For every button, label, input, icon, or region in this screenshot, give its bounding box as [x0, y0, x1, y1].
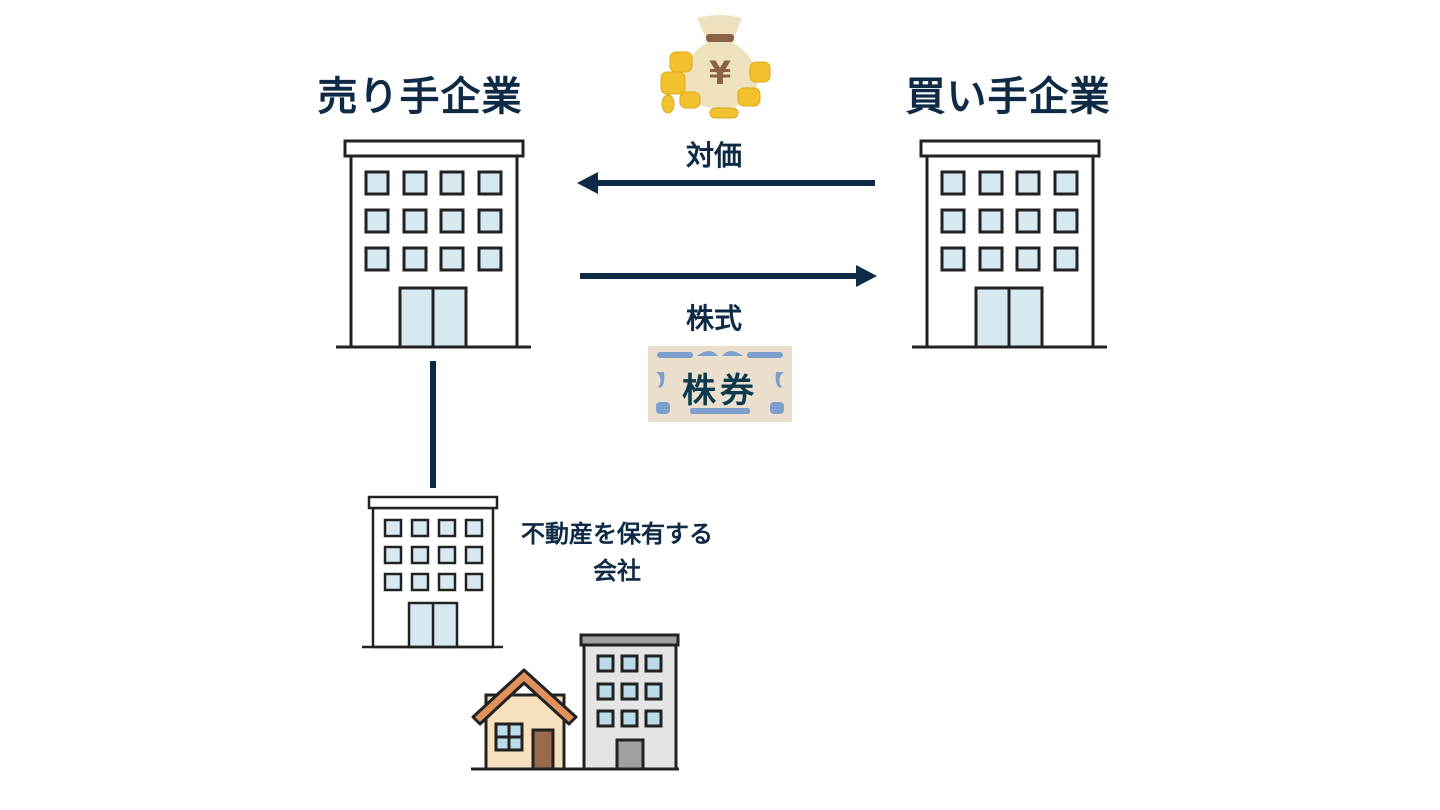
subsidiary-label-line2: 会社: [593, 557, 641, 585]
building-roof: [367, 495, 499, 510]
stock-certificate-icon: [648, 346, 792, 422]
seller-office-building-icon: [336, 139, 531, 349]
building-window: [1053, 246, 1079, 272]
building-window: [410, 572, 430, 592]
buyer-office-building-icon: [912, 139, 1107, 349]
building-window: [477, 208, 503, 234]
building-roof: [343, 139, 525, 158]
subsidiary-office-building-icon: [362, 495, 503, 649]
money-bag-yen-icon: ¥: [660, 15, 771, 119]
building-window: [940, 208, 966, 234]
building-window: [402, 208, 428, 234]
building-window: [464, 518, 484, 538]
seller-company-title: 売り手企業: [317, 74, 523, 120]
building-window: [410, 518, 430, 538]
building-window: [940, 170, 966, 196]
shares-arrow: [580, 265, 877, 287]
building-roof: [919, 139, 1101, 158]
building-window: [464, 572, 484, 592]
building-window: [402, 246, 428, 272]
building-window: [978, 246, 1004, 272]
building-window: [1015, 170, 1041, 196]
apartment-window: [620, 682, 639, 701]
building-window: [1053, 208, 1079, 234]
shares-label: 株式: [685, 302, 743, 335]
building-window: [383, 518, 403, 538]
consideration-label: 対価: [685, 139, 743, 172]
apartment-window: [620, 654, 639, 673]
building-window: [437, 545, 457, 565]
apartment-window: [644, 654, 663, 673]
building-window: [402, 170, 428, 196]
building-window: [439, 170, 465, 196]
apartment-window: [596, 654, 615, 673]
building-window: [477, 170, 503, 196]
subsidiary-label-line1: 不動産を保有する: [521, 520, 713, 548]
svg-text:¥: ¥: [709, 54, 731, 92]
buyer-company-title: 買い手企業: [905, 74, 1111, 120]
building-window: [439, 246, 465, 272]
building-window: [364, 246, 390, 272]
building-window: [364, 208, 390, 234]
apartment-window: [596, 709, 615, 728]
building-window: [383, 572, 403, 592]
building-window: [437, 572, 457, 592]
building-window: [410, 545, 430, 565]
building-window: [1015, 208, 1041, 234]
building-window: [437, 518, 457, 538]
building-window: [464, 545, 484, 565]
house-icon: [471, 668, 578, 771]
building-window: [439, 208, 465, 234]
building-window: [383, 545, 403, 565]
building-window: [978, 208, 1004, 234]
apartment-icon: [579, 633, 680, 771]
certificate-text: 株券: [682, 371, 758, 411]
building-window: [364, 170, 390, 196]
apartment-window: [596, 682, 615, 701]
apartment-window: [620, 709, 639, 728]
building-window: [940, 246, 966, 272]
building-window: [1053, 170, 1079, 196]
building-window: [1015, 246, 1041, 272]
apartment-window: [644, 682, 663, 701]
consideration-arrow: [577, 172, 875, 194]
building-window: [978, 170, 1004, 196]
building-window: [477, 246, 503, 272]
apartment-window: [644, 709, 663, 728]
